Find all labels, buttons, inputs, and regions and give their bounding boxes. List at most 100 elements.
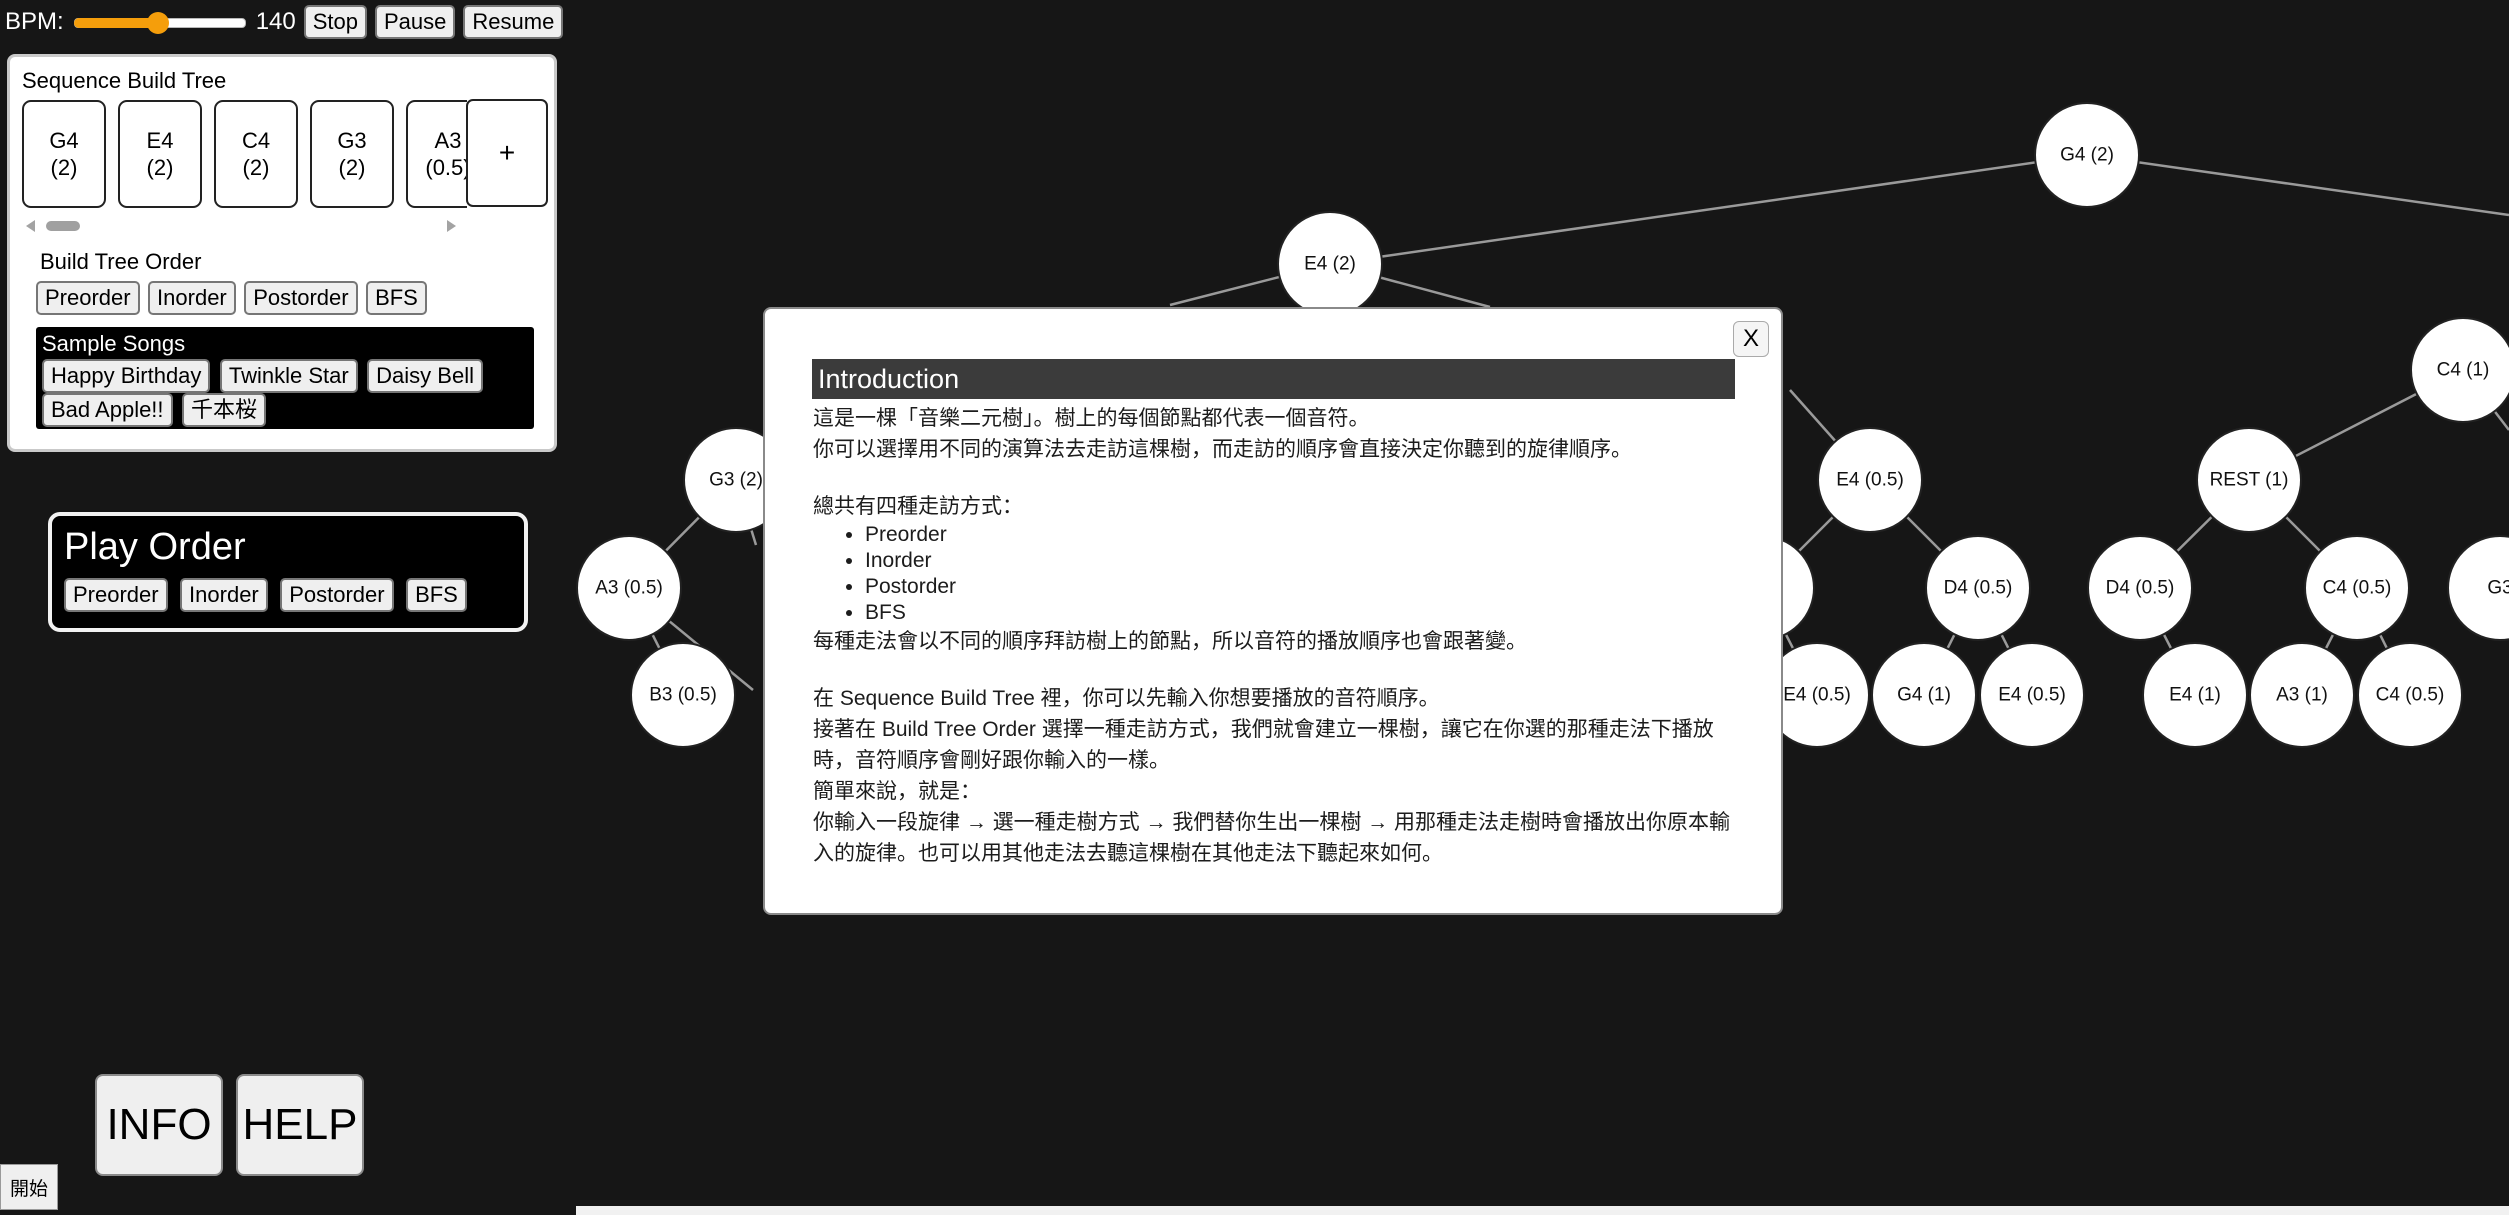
tree-node[interactable]: B3 (0.5): [630, 642, 736, 748]
note-duration: (2): [242, 155, 270, 180]
play-bfs-button[interactable]: BFS: [406, 578, 467, 612]
note-name: G3: [337, 128, 367, 153]
intro-line: 你輸入一段旋律 → 選一種走樹方式 → 我們替你生出一棵樹 → 用那種走法走樹時…: [813, 811, 1731, 865]
tree-node-label: REST (1): [2210, 470, 2289, 491]
note-name: G4: [49, 128, 79, 153]
tree-node-label: C4 (1): [2437, 360, 2490, 381]
intro-line: 簡單來說，就是：: [813, 780, 981, 803]
build-tree-order-label: Build Tree Order: [40, 249, 202, 274]
tree-node-label: E4 (0.5): [1783, 685, 1851, 706]
tree-node[interactable]: C4 (0.5): [2304, 535, 2410, 641]
play-postorder-button[interactable]: Postorder: [280, 578, 394, 612]
tree-node-label: G4 (1): [1897, 685, 1951, 706]
resume-button[interactable]: Resume: [463, 5, 564, 39]
tree-node[interactable]: E4 (0.5): [1764, 642, 1870, 748]
tree-node-label: D4 (0.5): [1944, 578, 2013, 599]
scrollbar-thumb[interactable]: [46, 221, 80, 231]
traversal-list: Preorder Inorder Postorder BFS: [813, 522, 1743, 626]
tree-node[interactable]: D4 (0.5): [2087, 535, 2193, 641]
tree-node[interactable]: A3 (1): [2249, 642, 2355, 748]
tree-node-label: G3: [2487, 578, 2509, 599]
note-card-list[interactable]: G4(2)E4(2)C4(2)G3(2)A3(0.5): [22, 100, 467, 212]
note-card[interactable]: G3(2): [310, 100, 394, 208]
tree-node-label: D4 (0.5): [2106, 578, 2175, 599]
scroll-left-arrow-icon[interactable]: [26, 220, 35, 232]
tree-node[interactable]: REST (1): [2196, 427, 2302, 533]
note-name: C4: [241, 128, 271, 153]
tree-node-label: C4 (0.5): [2323, 578, 2392, 599]
tree-node[interactable]: A3 (0.5): [576, 535, 682, 641]
build-preorder-button[interactable]: Preorder: [36, 281, 140, 315]
play-order-panel: Play Order Preorder Inorder Postorder BF…: [48, 512, 528, 632]
note-card[interactable]: G4(2): [22, 100, 106, 208]
list-item: Preorder: [865, 522, 1743, 548]
close-icon[interactable]: X: [1733, 321, 1769, 357]
note-list-scrollbar[interactable]: [26, 217, 456, 233]
intro-line: 這是一棵「音樂二元樹」。樹上的每個節點都代表一個音符。: [813, 407, 1370, 430]
bpm-slider-thumb[interactable]: [146, 12, 169, 34]
intro-line: 接著在 Build Tree Order 選擇一種走訪方式，我們就會建立一棵樹，…: [813, 718, 1714, 772]
tree-node[interactable]: G4 (2): [2034, 102, 2140, 208]
info-button[interactable]: INFO: [95, 1074, 223, 1176]
tree-node-label: A3 (0.5): [595, 578, 663, 599]
play-order-buttons: Preorder Inorder Postorder BFS: [64, 578, 475, 612]
build-postorder-button[interactable]: Postorder: [244, 281, 358, 315]
tree-node-label: E4 (2): [1304, 254, 1356, 275]
build-panel-title: Sequence Build Tree: [22, 68, 227, 93]
tree-node[interactable]: E4 (2): [1277, 211, 1383, 317]
note-duration: (0.5): [425, 155, 467, 180]
dialog-body: 這是一棵「音樂二元樹」。樹上的每個節點都代表一個音符。 你可以選擇用不同的演算法…: [813, 403, 1743, 869]
play-preorder-button[interactable]: Preorder: [64, 578, 168, 612]
song-senbonzakura-button[interactable]: 千本桜: [182, 393, 267, 427]
tree-node-label: G4 (2): [2060, 145, 2114, 166]
song-bad-apple-button[interactable]: Bad Apple!!: [42, 393, 173, 427]
play-inorder-button[interactable]: Inorder: [180, 578, 268, 612]
tree-node[interactable]: C4 (0.5): [2357, 642, 2463, 748]
note-card[interactable]: E4(2): [118, 100, 202, 208]
note-card[interactable]: C4(2): [214, 100, 298, 208]
tree-node-label: G3 (2): [709, 470, 763, 491]
pause-button[interactable]: Pause: [375, 5, 456, 39]
tree-node[interactable]: E4 (0.5): [1817, 427, 1923, 533]
build-bfs-button[interactable]: BFS: [366, 281, 427, 315]
song-daisy-bell-button[interactable]: Daisy Bell: [367, 359, 483, 393]
help-button[interactable]: HELP: [236, 1074, 364, 1176]
note-duration: (2): [146, 155, 174, 180]
intro-line: 你可以選擇用不同的演算法去走訪這棵樹，而走訪的順序會直接決定你聽到的旋律順序。: [813, 438, 1632, 461]
build-inorder-button[interactable]: Inorder: [148, 281, 236, 315]
song-twinkle-star-button[interactable]: Twinkle Star: [219, 359, 358, 393]
tree-node[interactable]: G3: [2447, 535, 2509, 641]
tree-node[interactable]: E4 (1): [2142, 642, 2248, 748]
note-duration: (2): [50, 155, 78, 180]
start-button[interactable]: 開始: [0, 1164, 58, 1210]
list-item: Postorder: [865, 574, 1743, 600]
tree-node-label: A3 (1): [2276, 685, 2328, 706]
intro-line: 在 Sequence Build Tree 裡，你可以先輸入你想要播放的音符順序…: [813, 687, 1440, 710]
note-duration: (2): [338, 155, 366, 180]
note-card[interactable]: A3(0.5): [406, 100, 467, 208]
sample-songs-title: Sample Songs: [42, 331, 186, 356]
tree-node-label: E4 (0.5): [1998, 685, 2066, 706]
bpm-slider-fill: [73, 18, 158, 28]
song-happy-birthday-button[interactable]: Happy Birthday: [42, 359, 211, 393]
add-note-button[interactable]: +: [466, 99, 548, 207]
intro-line: 每種走法會以不同的順序拜訪樹上的節點，所以音符的播放順序也會跟著變。: [813, 630, 1527, 653]
list-item: BFS: [865, 600, 1743, 626]
scroll-right-arrow-icon[interactable]: [447, 220, 456, 232]
tree-node[interactable]: E4 (0.5): [1979, 642, 2085, 748]
tree-node[interactable]: G3 (2): [683, 427, 789, 533]
note-name: A3: [434, 128, 462, 153]
note-name: E4: [146, 128, 174, 153]
build-order-buttons: Preorder Inorder Postorder BFS: [36, 281, 431, 315]
tree-node-label: E4 (0.5): [1836, 470, 1904, 491]
tree-node-label: E4 (1): [2169, 685, 2221, 706]
tree-node[interactable]: G4 (1): [1871, 642, 1977, 748]
tree-nodes: G4 (2) E4 (2) C4 (1) G3 (2) E4 (0.5) REST (1)…: [576, 102, 2509, 748]
stop-button[interactable]: Stop: [303, 5, 367, 39]
tree-node[interactable]: D4 (0.5): [1925, 535, 2031, 641]
tree-node-label: B3 (0.5): [649, 685, 717, 706]
bpm-toolbar: BPM: 140 Stop Pause Resume: [5, 4, 571, 40]
horizontal-scrollbar[interactable]: [576, 1206, 2509, 1215]
bpm-slider[interactable]: [73, 4, 246, 40]
tree-node[interactable]: C4 (1): [2410, 317, 2509, 423]
